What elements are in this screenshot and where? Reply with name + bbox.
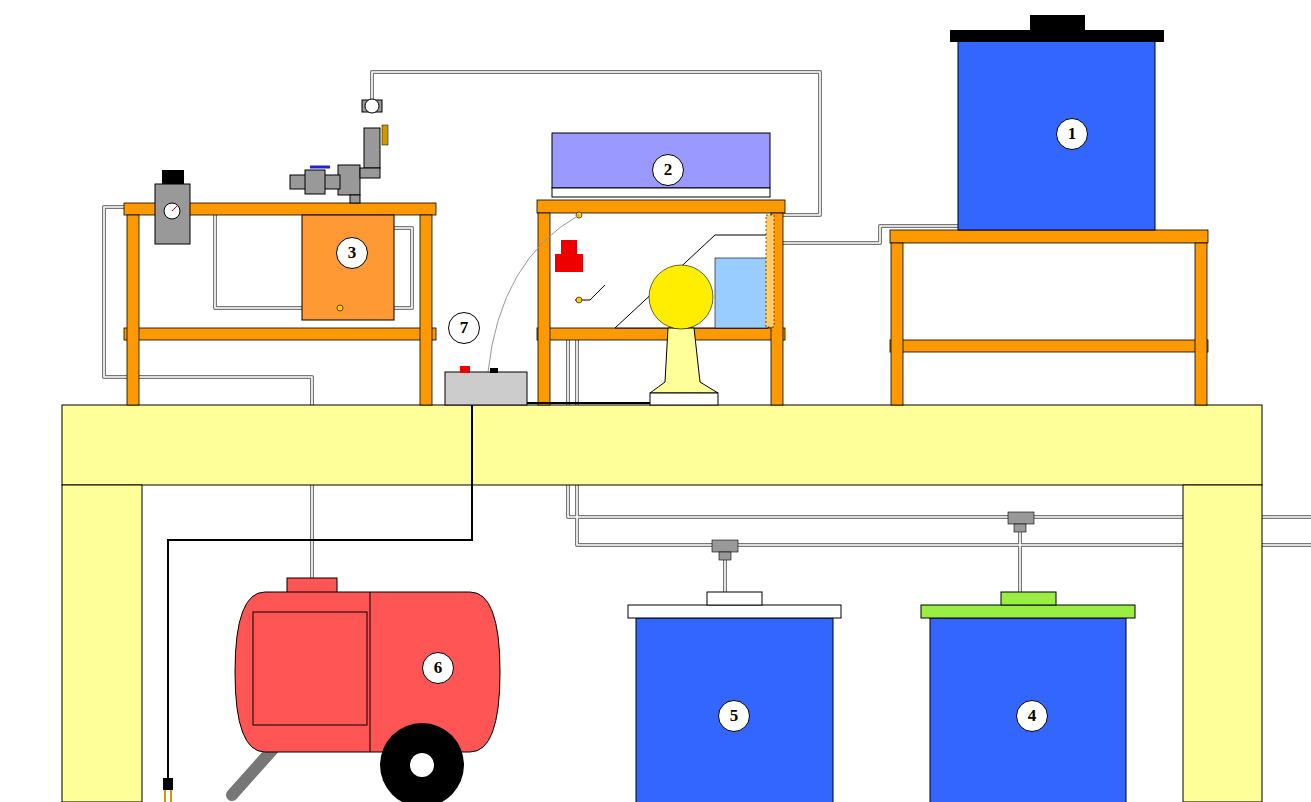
- callout-circle: 7: [448, 312, 480, 344]
- callout-circle: 4: [1016, 700, 1048, 732]
- callout-circle: 6: [422, 652, 454, 684]
- callout-number: 2: [664, 160, 673, 180]
- callout-circle: 5: [718, 700, 750, 732]
- callout-number: 7: [460, 318, 469, 338]
- callout-circle: 3: [336, 237, 368, 269]
- callout-circle: 1: [1056, 118, 1088, 150]
- callout-number: 1: [1068, 124, 1077, 144]
- callout-number: 5: [730, 706, 739, 726]
- callout-circle: 2: [652, 154, 684, 186]
- callout-number: 4: [1028, 706, 1037, 726]
- callout-number: 3: [348, 243, 357, 263]
- callout-number: 6: [434, 658, 443, 678]
